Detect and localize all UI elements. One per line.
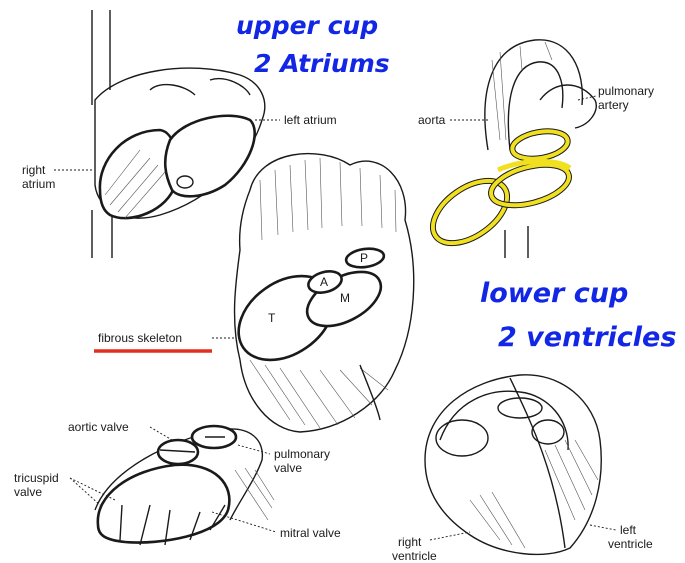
label-tricuspid-valve-line2: valve [14,485,42,499]
label-left-ventricle-line1: left [620,523,637,537]
ring-label-m: M [340,291,350,305]
annotation-2-atriums: 2 Atriums [254,49,390,78]
ring-label-p: P [360,251,368,265]
label-pulmonary-artery-line2: artery [598,98,629,112]
heart-fibrous-skeleton-illustration [223,154,414,432]
label-right-ventricle-line2: ventricle [392,549,437,563]
label-pulmonary-valve-line2: valve [274,461,302,475]
ventricles-illustration [425,375,601,555]
label-right-atrium-line1: right [22,163,46,177]
ring-label-t: T [268,311,276,325]
great-arteries-illustration [422,40,596,258]
label-pulmonary-artery-line1: pulmonary [598,84,654,98]
label-right-atrium-line2: atrium [22,177,55,191]
ring-label-a: A [320,275,328,289]
label-tricuspid-valve-line1: tricuspid [14,471,59,485]
label-fibrous-skeleton: fibrous skeleton [98,331,182,345]
label-aortic-valve: aortic valve [68,420,129,434]
label-left-ventricle-line2: ventricle [608,537,653,551]
atria-illustration [92,10,265,258]
label-right-ventricle-line1: right [398,535,422,549]
annotation-2-ventricles: 2 ventricles [498,322,676,353]
annotation-upper-cup: upper cup [236,11,378,40]
label-aorta: aorta [418,113,446,127]
label-left-atrium: left atrium [284,113,337,127]
annotation-lower-cup: lower cup [480,278,628,309]
valve-plane-illustration [95,426,274,545]
label-pulmonary-valve-line1: pulmonary [274,447,330,461]
label-mitral-valve: mitral valve [280,526,341,540]
